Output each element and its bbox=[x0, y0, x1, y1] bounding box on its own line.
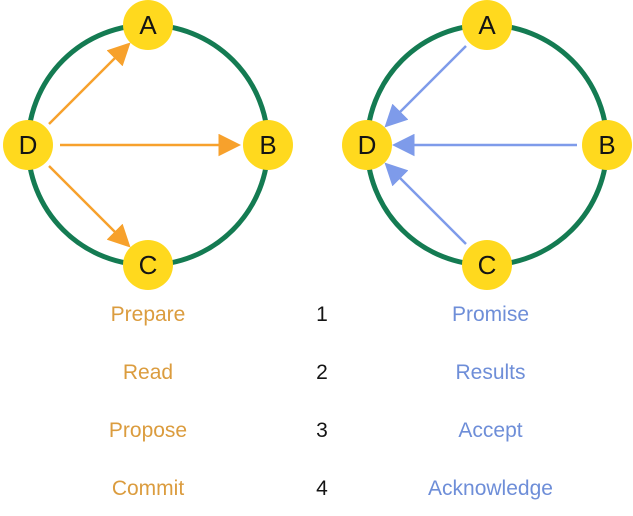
node-d-label: D bbox=[19, 130, 38, 160]
diagram-send-phase: A B C D bbox=[3, 0, 293, 290]
node-a-label: A bbox=[139, 10, 157, 40]
node-b-label: B bbox=[259, 130, 276, 160]
node-a bbox=[123, 0, 173, 50]
arrow-d-to-c bbox=[48, 165, 131, 248]
node-c bbox=[123, 240, 173, 290]
node-b-label: B bbox=[598, 130, 615, 160]
send-step-label: Propose bbox=[108, 419, 188, 442]
network-diagrams-svg: A B C D A B C D bbox=[3, 0, 632, 290]
reply-step-label: Results bbox=[455, 361, 526, 384]
arrow-d-to-a bbox=[48, 42, 131, 125]
step-number: 4 bbox=[316, 477, 328, 500]
reply-step-label: Acknowledge bbox=[428, 477, 553, 500]
legend-row-1: Prepare 1 Promise bbox=[0, 303, 633, 327]
node-c-label: C bbox=[478, 250, 497, 280]
send-step-label: Commit bbox=[111, 477, 185, 500]
node-a-label: A bbox=[478, 10, 496, 40]
legend-row-4: Commit 4 Acknowledge bbox=[0, 477, 633, 501]
reply-step-label: Promise bbox=[451, 303, 530, 326]
step-number: 2 bbox=[316, 361, 328, 384]
step-number: 1 bbox=[316, 303, 328, 326]
node-b bbox=[582, 120, 632, 170]
node-c bbox=[462, 240, 512, 290]
node-a bbox=[462, 0, 512, 50]
node-d-label: D bbox=[358, 130, 377, 160]
legend-row-3: Propose 3 Accept bbox=[0, 419, 633, 443]
send-step-label: Prepare bbox=[110, 303, 186, 326]
diagram-reply-phase: A B C D bbox=[342, 0, 632, 290]
reply-step-label: Accept bbox=[458, 419, 523, 442]
legend-row-2: Read 2 Results bbox=[0, 361, 633, 385]
send-step-label: Read bbox=[122, 361, 174, 384]
arrow-a-to-d bbox=[384, 45, 467, 128]
step-number: 3 bbox=[316, 419, 328, 442]
node-b bbox=[243, 120, 293, 170]
node-c-label: C bbox=[139, 250, 158, 280]
arrow-c-to-d bbox=[384, 162, 467, 245]
node-d bbox=[342, 120, 392, 170]
node-d bbox=[3, 120, 53, 170]
